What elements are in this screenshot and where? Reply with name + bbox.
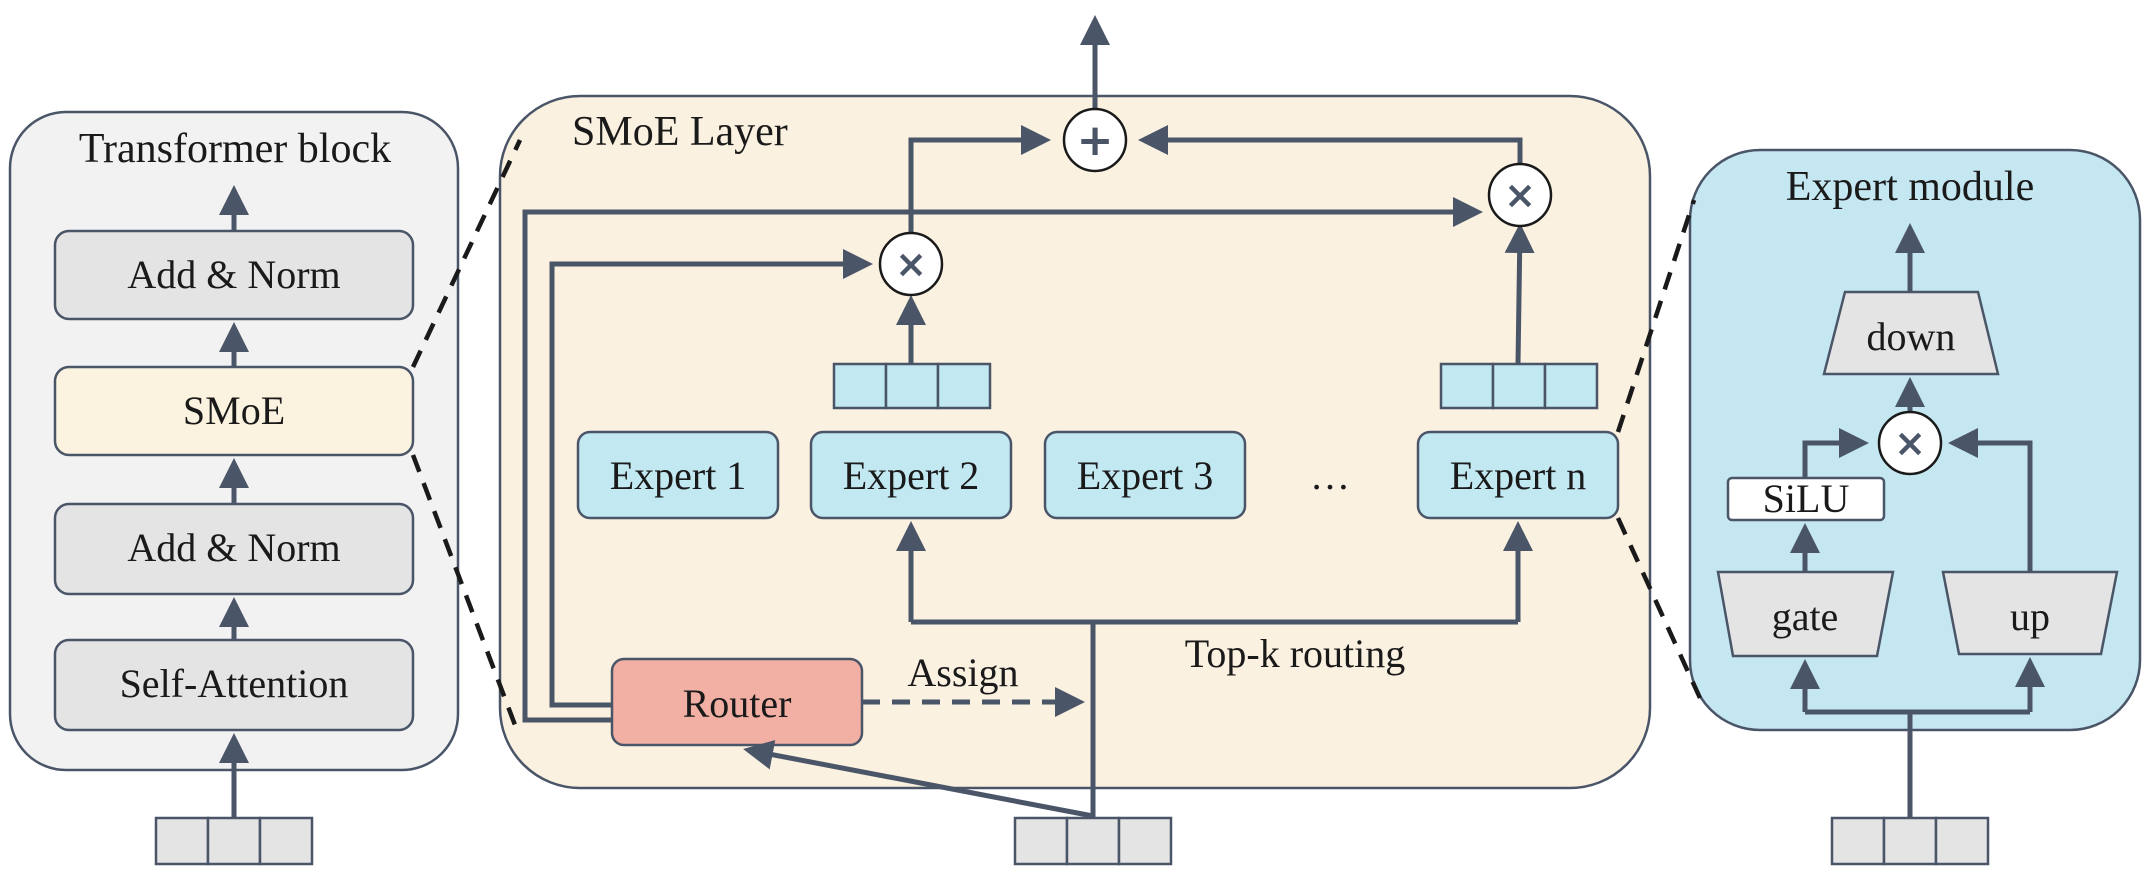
expert-3-label: Expert 3 <box>1077 453 1214 498</box>
zoom-line-lower <box>410 454 518 726</box>
arrow-input-to-router <box>743 739 1094 819</box>
top-k-routing-label: Top-k routing <box>1185 631 1406 676</box>
router-weight-line-1 <box>549 249 873 708</box>
gate-label: gate <box>1772 594 1839 639</box>
arrow-expert-n-to-multiply <box>1504 223 1535 365</box>
line-multiply-n-to-sum <box>1138 125 1523 163</box>
expert-2-label: Expert 2 <box>843 453 980 498</box>
down-projection-block <box>1822 290 2000 376</box>
multiply-icon-expert-2: × <box>895 242 927 286</box>
router-weight-line-2 <box>522 197 1483 723</box>
up-projection-block <box>1941 570 2119 656</box>
router-label: Router <box>683 681 792 726</box>
self-attention-label: Self-Attention <box>120 661 349 706</box>
sum-circle <box>1062 107 1128 173</box>
smoe-block-label: SMoE <box>183 388 285 433</box>
zoom-line-upper <box>410 139 523 368</box>
transformer-input-token <box>154 816 314 866</box>
up-label: up <box>2010 594 2050 639</box>
zoom-line-expert-lower <box>1615 517 1703 699</box>
multiply-circle-expert-n <box>1487 162 1553 228</box>
line-multiply-2-to-sum <box>908 125 1051 234</box>
expert-n-label: Expert n <box>1450 453 1587 498</box>
down-label: down <box>1867 314 1956 359</box>
silu-label: SiLU <box>1763 476 1850 521</box>
smoe-layer-title: SMoE Layer <box>572 109 788 155</box>
gate-projection-block <box>1716 570 1895 658</box>
smoe-input-token <box>1013 816 1173 866</box>
expert-1-label: Expert 1 <box>610 453 747 498</box>
expert-module-title: Expert module <box>1786 164 2034 210</box>
add-norm-label-lower: Add & Norm <box>127 525 340 570</box>
expert-3-box <box>1043 430 1247 520</box>
assign-label: Assign <box>907 650 1018 695</box>
expert-multiply-icon: × <box>1894 421 1926 465</box>
expert-module-input-token <box>1830 816 1990 866</box>
experts-ellipsis: … <box>1310 453 1350 498</box>
expert-n-box <box>1416 430 1620 520</box>
zoom-line-expert-upper <box>1615 199 1697 433</box>
arrow-silu-to-multiply <box>1802 428 1869 478</box>
expert-1-box <box>576 430 780 520</box>
arrow-up-to-multiply <box>1948 428 2033 572</box>
expert-n-output-token <box>1439 362 1599 410</box>
multiply-icon-expert-n: × <box>1504 173 1536 217</box>
expert-2-output-token <box>832 362 992 410</box>
plus-icon: + <box>1077 115 1114 166</box>
add-norm-label-upper: Add & Norm <box>127 252 340 297</box>
expert-multiply-circle <box>1877 410 1943 476</box>
expert-2-box <box>809 430 1013 520</box>
transformer-block-title: Transformer block <box>79 126 391 172</box>
multiply-circle-expert-2 <box>878 231 944 297</box>
